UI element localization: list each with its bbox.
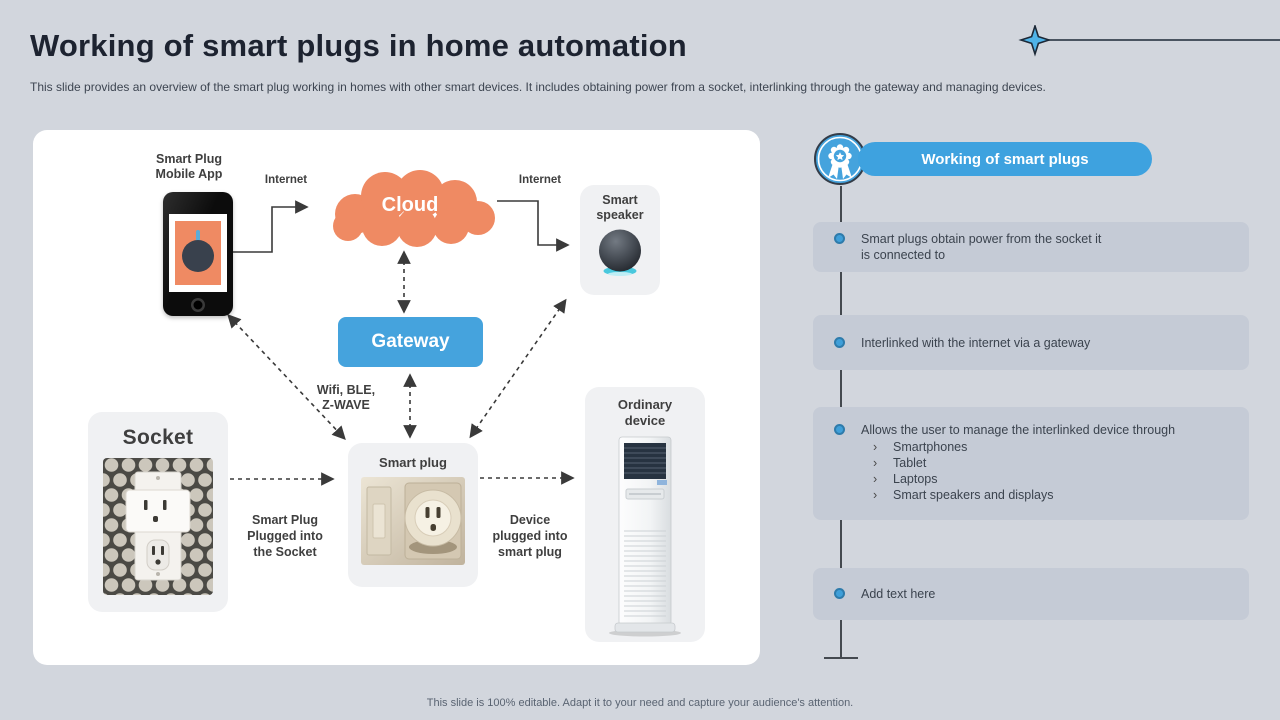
panel-item-text: Smart plugs obtain power from the socket… <box>861 232 1102 262</box>
panel-item-text: Allows the user to manage the interlinke… <box>861 423 1176 437</box>
footer-note: This slide is 100% editable. Adapt it to… <box>426 697 854 709</box>
socket-label: Socket <box>122 426 194 449</box>
smart-plug-app-screen <box>175 221 221 285</box>
panel-item[interactable]: Add text here <box>813 568 1249 620</box>
panel-sub-item-label: Smart speakers and displays <box>893 488 1054 502</box>
panel-item: Smart plugs obtain power from the socket… <box>813 222 1249 272</box>
timeline-end-cap <box>824 657 858 659</box>
four-point-star-icon <box>1018 25 1280 57</box>
cloud-node: Cloud <box>320 166 500 250</box>
ordinary-device-node: Ordinary device <box>585 387 705 642</box>
knob-pointer <box>196 229 200 245</box>
chevron-right-icon: › <box>873 456 878 470</box>
plug-to-device-label: Device plugged into smart plug <box>492 513 568 559</box>
wifi-ble-zwave-label: Wifi, BLE, Z-WAVE <box>316 383 376 412</box>
internet-label-right: Internet <box>518 174 562 186</box>
smart-plug-label: Smart plug <box>379 455 447 470</box>
smart-speaker-illustration <box>599 229 641 276</box>
page-title: Working of smart plugs in home automatio… <box>30 28 687 63</box>
panel-item-text: Add text here <box>861 587 936 601</box>
cloud-shape <box>333 170 495 247</box>
panel-sub-item: › Tablet <box>873 455 1249 471</box>
gateway-node: Gateway <box>338 317 483 367</box>
panel-sub-item-label: Tablet <box>893 456 927 470</box>
socket-photo <box>103 458 213 595</box>
phone-screen <box>169 214 227 292</box>
connector-arrows <box>227 200 575 486</box>
ordinary-device-label: Ordinary device <box>617 397 673 428</box>
socket-to-plug-label: Smart Plug Plugged into the Socket <box>247 513 323 559</box>
panel-item: Allows the user to manage the interlinke… <box>813 407 1249 520</box>
page-subtitle: This slide provides an overview of the s… <box>30 80 1046 94</box>
mobile-app-label: Smart Plug Mobile App <box>155 152 223 181</box>
phone-home-button <box>191 298 205 312</box>
panel-sub-item: › Smart speakers and displays <box>873 487 1249 503</box>
panel-sub-item-label: Laptops <box>893 472 938 486</box>
award-badge-icon <box>814 133 866 185</box>
bullet-dot-icon <box>834 337 845 348</box>
chevron-right-icon: › <box>873 472 878 486</box>
diagram-panel: Smart Plug Mobile App Internet <box>33 130 760 665</box>
bullet-dot-icon <box>834 233 845 244</box>
panel-header: Working of smart plugs <box>858 142 1152 176</box>
panel-sub-item-label: Smartphones <box>893 440 968 454</box>
smart-speaker-node: Smart speaker <box>580 185 660 295</box>
chevron-right-icon: › <box>873 488 878 502</box>
cloud-label: Cloud <box>381 194 439 216</box>
smartphone-illustration <box>163 192 233 316</box>
socket-node: Socket <box>88 412 228 612</box>
panel-item: Interlinked with the internet via a gate… <box>813 315 1249 370</box>
panel-sub-item: › Laptops <box>873 471 1249 487</box>
bullet-dot-icon <box>834 588 845 599</box>
chevron-right-icon: › <box>873 440 878 454</box>
panel-sub-item: › Smartphones <box>873 439 1249 455</box>
app-dial-knob <box>182 240 214 273</box>
panel-item-text: Interlinked with the internet via a gate… <box>861 336 1091 350</box>
smart-plug-node: Smart plug <box>348 443 478 587</box>
smart-plug-photo <box>361 477 465 565</box>
panel-sub-list: › Smartphones › Tablet › Laptops › Smart speake… <box>873 439 1249 503</box>
bullet-dot-icon <box>834 424 845 435</box>
air-conditioner-illustration <box>609 436 681 637</box>
internet-label-left: Internet <box>264 174 308 186</box>
smart-speaker-label: Smart speaker <box>596 193 644 222</box>
